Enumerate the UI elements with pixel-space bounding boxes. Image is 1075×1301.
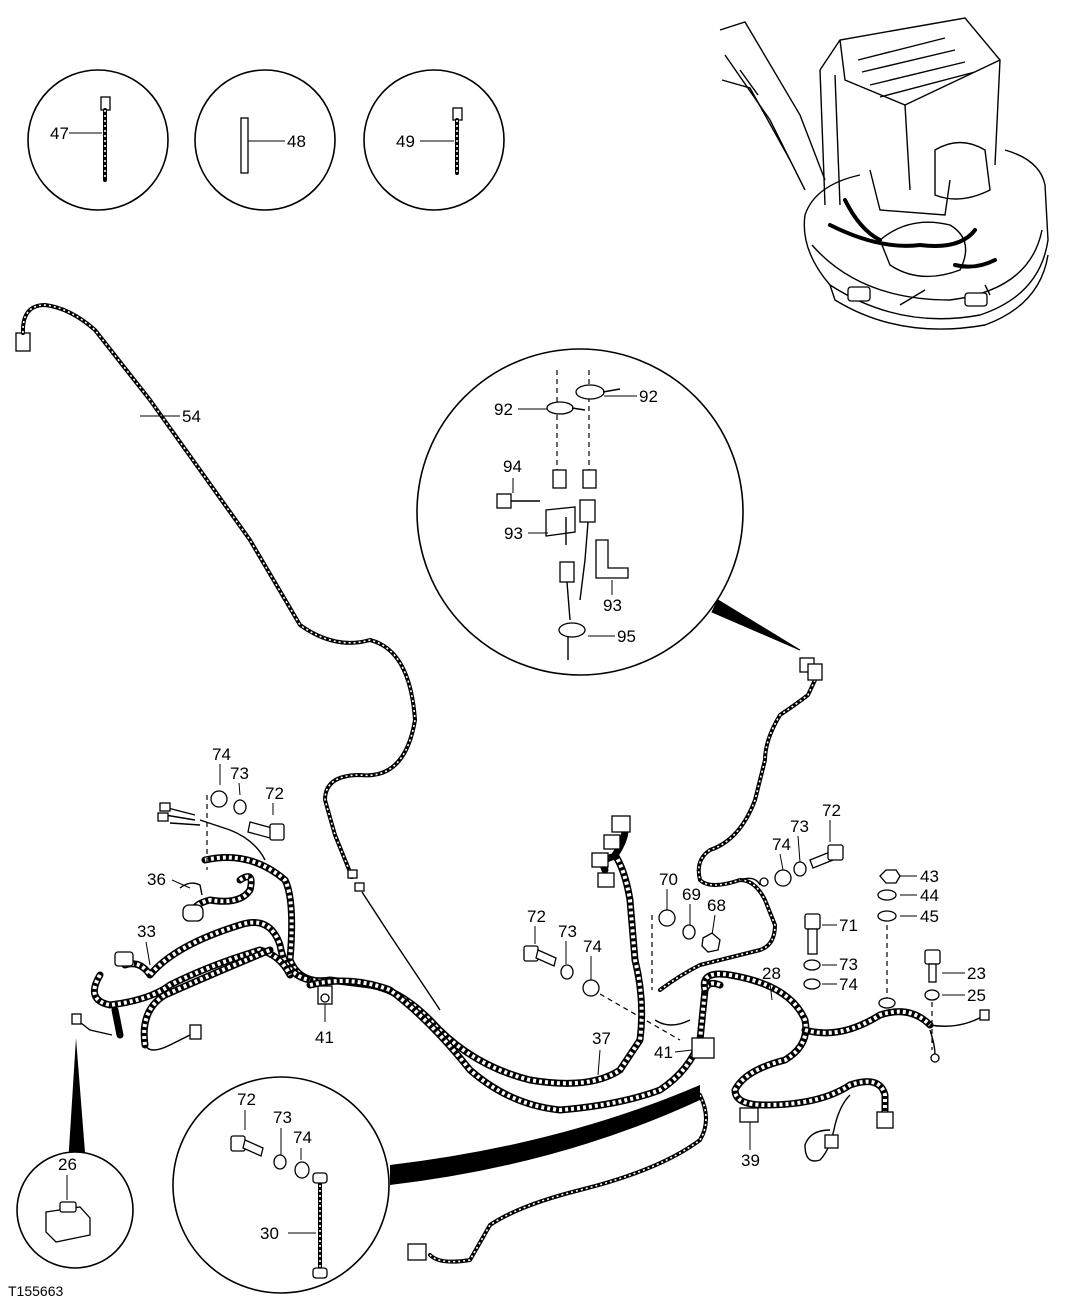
callout-95: 95 xyxy=(617,627,636,646)
callout-72-b: 72 xyxy=(527,907,546,926)
callout-23: 23 xyxy=(967,964,986,983)
callout-48: 48 xyxy=(287,132,306,151)
callout-47: 47 xyxy=(50,124,69,143)
callout-70: 70 xyxy=(659,870,678,889)
detail-circle-clip-48: 48 xyxy=(194,69,336,211)
callout-74-b: 74 xyxy=(583,937,602,956)
excavator-overview-illustration xyxy=(719,17,1049,330)
callout-71: 71 xyxy=(839,916,858,935)
detail-circle-cable-tie-49: 49 xyxy=(363,69,505,211)
callout-68: 68 xyxy=(707,896,726,915)
callout-45: 45 xyxy=(920,907,939,926)
callout-74-d: 74 xyxy=(839,975,858,994)
main-harness-assembly: 41 33 36 37 41 28 xyxy=(71,657,990,1264)
callout-28: 28 xyxy=(762,964,781,983)
callout-37: 37 xyxy=(592,1029,611,1048)
callout-93-left: 93 xyxy=(504,524,523,543)
callout-73-e: 73 xyxy=(273,1108,292,1127)
hardware-group-right: 43 44 45 71 73 74 23 25 xyxy=(803,867,986,1050)
callout-73-c: 73 xyxy=(790,817,809,836)
detail-circle-cable-tie-47: 47 xyxy=(27,69,169,211)
callout-74-c: 74 xyxy=(772,835,791,854)
callout-72-c: 72 xyxy=(822,801,841,820)
callout-39: 39 xyxy=(741,1151,760,1170)
callout-49: 49 xyxy=(396,132,415,151)
cable-54: 54 xyxy=(15,303,441,1011)
callout-74-a: 74 xyxy=(212,745,231,764)
callout-92-left: 92 xyxy=(494,400,513,419)
callout-41-right: 41 xyxy=(654,1043,673,1062)
callout-26: 26 xyxy=(58,1155,77,1174)
figure-reference-id: T155663 xyxy=(8,1283,63,1299)
callout-73-b: 73 xyxy=(558,922,577,941)
callout-73-d: 73 xyxy=(839,955,858,974)
detail-circle-connector-26: 26 xyxy=(16,1038,134,1269)
callout-54: 54 xyxy=(182,407,201,426)
detail-circle-mounting-92-95: 92 92 94 93 93 95 xyxy=(416,348,801,676)
callout-41-left: 41 xyxy=(315,1028,334,1047)
callout-73-a: 73 xyxy=(230,764,249,783)
hardware-group-center: 72 73 74 70 69 68 xyxy=(523,870,726,1041)
callout-72-a: 72 xyxy=(265,784,284,803)
callout-25: 25 xyxy=(967,986,986,1005)
hardware-group-left: 74 73 72 xyxy=(206,745,285,870)
callout-93-right: 93 xyxy=(603,596,622,615)
callout-92-right: 92 xyxy=(639,387,658,406)
callout-33: 33 xyxy=(137,922,156,941)
detail-circle-ground-strap-30: 72 73 74 30 xyxy=(172,1076,700,1294)
callout-44: 44 xyxy=(920,886,939,905)
callout-74-e: 74 xyxy=(293,1128,312,1147)
callout-69: 69 xyxy=(682,885,701,904)
callout-36: 36 xyxy=(147,870,166,889)
callout-72-d: 72 xyxy=(237,1090,256,1109)
callout-30: 30 xyxy=(260,1224,279,1243)
hardware-group-right-top: 74 73 72 xyxy=(772,801,844,887)
callout-94: 94 xyxy=(503,457,522,476)
callout-43: 43 xyxy=(920,867,939,886)
